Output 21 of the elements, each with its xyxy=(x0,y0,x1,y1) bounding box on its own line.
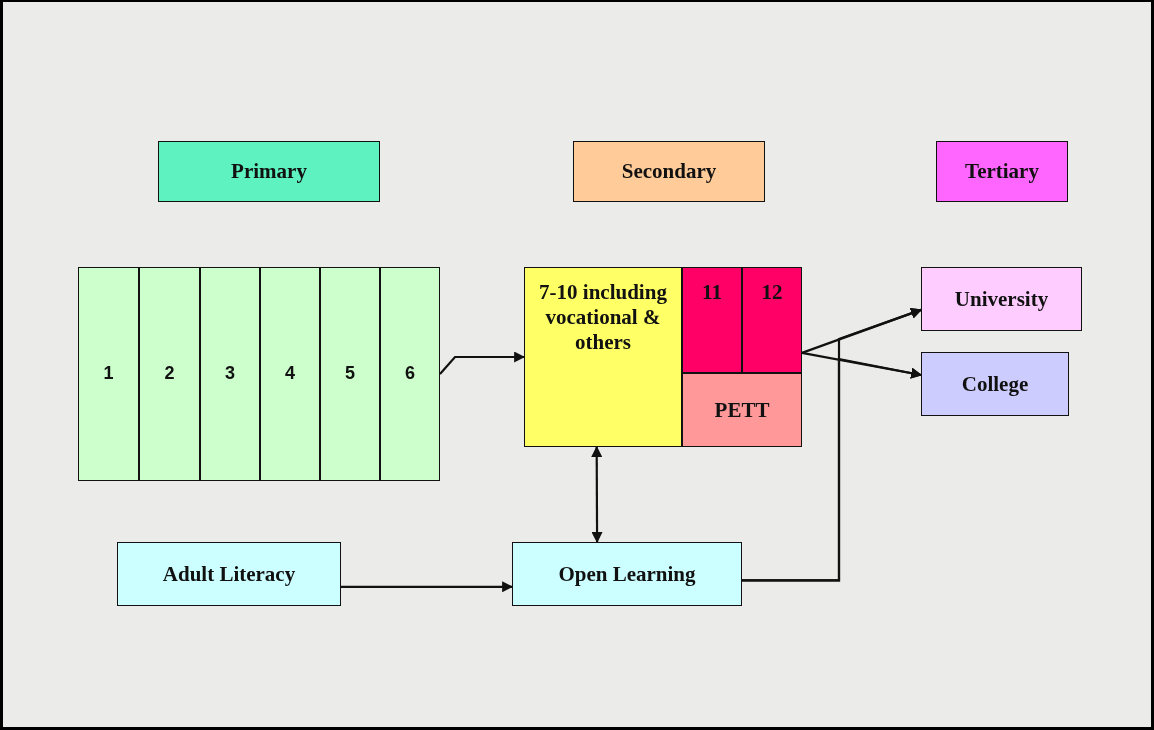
stage-box: Adult Literacy xyxy=(117,542,341,606)
stage-box: College xyxy=(921,352,1069,416)
level-heading-box: Tertiary xyxy=(936,141,1068,202)
stage-box: PETT xyxy=(682,373,802,447)
arrow xyxy=(341,581,514,593)
arrow xyxy=(439,351,526,375)
stage-box: 11 xyxy=(682,267,742,373)
grade-cell: 6 xyxy=(380,267,440,481)
arrow xyxy=(591,445,603,544)
stage-box: University xyxy=(921,267,1082,331)
stage-box: 12 xyxy=(742,267,802,373)
grade-cell: 5 xyxy=(320,267,380,481)
arrow xyxy=(742,357,923,582)
grade-cell: 3 xyxy=(200,267,260,481)
grade-cell: 2 xyxy=(139,267,200,481)
grade-cell: 4 xyxy=(260,267,320,481)
level-heading-box: Primary xyxy=(158,141,380,202)
level-heading-box: Secondary xyxy=(573,141,765,202)
stage-box: 7-10 including vocational & others xyxy=(524,267,682,447)
grade-cell: 1 xyxy=(78,267,139,481)
stage-box: Open Learning xyxy=(512,542,742,606)
